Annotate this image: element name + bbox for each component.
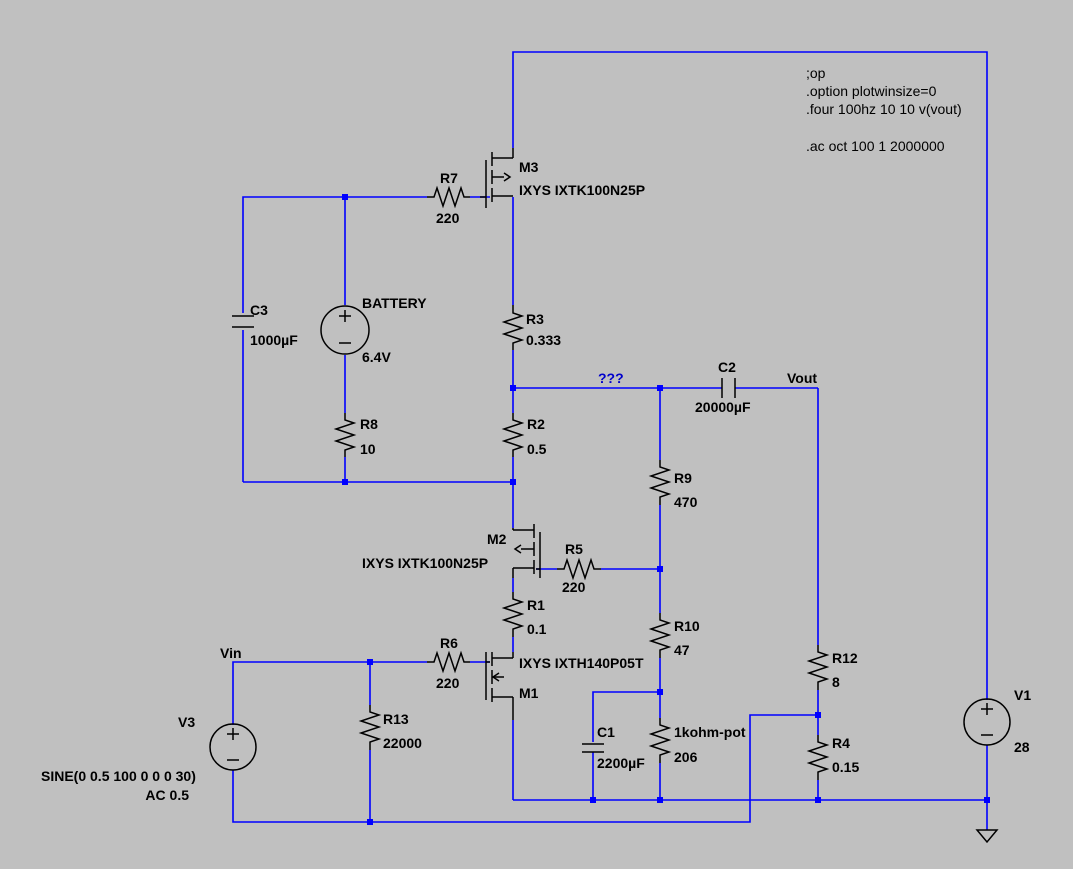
r9-name-label: R9 <box>674 470 692 486</box>
r13-name-label: R13 <box>383 711 409 727</box>
battery-value-label: 6.4V <box>362 349 391 365</box>
v3-ac-label: AC 0.5 <box>145 787 189 803</box>
r2-value-label: 0.5 <box>527 441 547 457</box>
m3-name-label: M3 <box>519 159 539 175</box>
c1-capacitor[interactable] <box>582 743 604 753</box>
v3-value-label: SINE(0 0.5 100 0 0 0 30) <box>41 768 196 784</box>
r13-value-label: 22000 <box>383 735 422 751</box>
m2-model-label: IXYS IXTK100N25P <box>362 555 488 571</box>
r1-resistor[interactable] <box>501 592 525 637</box>
r7-name-label: R7 <box>440 170 458 186</box>
v1-source[interactable] <box>963 698 1011 746</box>
ground-symbol <box>975 829 999 844</box>
r10-resistor[interactable] <box>648 613 672 658</box>
component-labels: M3 IXYS IXTK100N25P R7 220 C3 1000µF BAT… <box>41 159 1031 803</box>
r7-resistor[interactable] <box>427 185 470 209</box>
m2-mosfet[interactable] <box>512 524 541 578</box>
r9-resistor[interactable] <box>648 460 672 505</box>
pot-value-label: 206 <box>674 749 698 765</box>
r4-value-label: 0.15 <box>832 759 859 775</box>
c3-capacitor[interactable] <box>232 315 254 328</box>
v3-name-label: V3 <box>178 714 195 730</box>
v3-source[interactable] <box>209 723 257 771</box>
v1-name-label: V1 <box>1014 687 1031 703</box>
pot-resistor[interactable] <box>648 718 672 763</box>
m2-name-label: M2 <box>487 531 507 547</box>
r1-value-label: 0.1 <box>527 621 547 637</box>
r8-resistor[interactable] <box>333 413 357 457</box>
r3-value-label: 0.333 <box>526 332 561 348</box>
r12-value-label: 8 <box>832 674 840 690</box>
c1-value-label: 2200µF <box>597 755 645 771</box>
r10-value-label: 47 <box>674 642 690 658</box>
m1-model-label: IXYS IXTH140P05T <box>519 655 644 671</box>
net-label-mid: ??? <box>598 370 624 386</box>
m3-mosfet[interactable] <box>480 148 514 208</box>
junctions <box>342 194 990 825</box>
r2-name-label: R2 <box>527 416 545 432</box>
r8-name-label: R8 <box>360 416 378 432</box>
r4-resistor[interactable] <box>806 735 830 780</box>
r10-name-label: R10 <box>674 618 700 634</box>
wires <box>232 51 988 830</box>
r7-value-label: 220 <box>436 210 460 226</box>
r6-resistor[interactable] <box>427 650 470 674</box>
r3-resistor[interactable] <box>501 305 525 350</box>
pot-name-label: 1kohm-pot <box>674 724 746 740</box>
directive-option: .option plotwinsize=0 <box>806 83 937 99</box>
r8-value-label: 10 <box>360 441 376 457</box>
c1-name-label: C1 <box>597 724 615 740</box>
r13-resistor[interactable] <box>358 705 382 750</box>
r2-resistor[interactable] <box>501 413 525 457</box>
r6-value-label: 220 <box>436 675 460 691</box>
directive-four: .four 100hz 10 10 v(vout) <box>806 101 962 117</box>
battery-source[interactable] <box>320 305 370 355</box>
net-label-vin: Vin <box>220 645 242 661</box>
c3-name-label: C3 <box>250 302 268 318</box>
net-label-vout: Vout <box>787 370 817 386</box>
r6-name-label: R6 <box>440 635 458 651</box>
r1-name-label: R1 <box>527 597 545 613</box>
c2-capacitor[interactable] <box>721 378 736 398</box>
directive-ac: .ac oct 100 1 2000000 <box>806 138 945 154</box>
c2-name-label: C2 <box>718 359 736 375</box>
c3-value-label: 1000µF <box>250 332 298 348</box>
r12-resistor[interactable] <box>806 645 830 690</box>
m3-model-label: IXYS IXTK100N25P <box>519 182 645 198</box>
c2-value-label: 20000µF <box>695 399 751 415</box>
r12-name-label: R12 <box>832 650 858 666</box>
r5-name-label: R5 <box>565 541 583 557</box>
m1-mosfet[interactable] <box>485 652 514 720</box>
r4-name-label: R4 <box>832 735 850 751</box>
m1-name-label: M1 <box>519 685 539 701</box>
r3-name-label: R3 <box>526 311 544 327</box>
v1-value-label: 28 <box>1014 739 1030 755</box>
directive-op: ;op <box>806 65 826 81</box>
spice-directives: ;op .option plotwinsize=0 .four 100hz 10… <box>806 65 962 154</box>
r5-resistor[interactable] <box>557 557 601 581</box>
r9-value-label: 470 <box>674 494 698 510</box>
battery-name-label: BATTERY <box>362 295 427 311</box>
r5-value-label: 220 <box>562 579 586 595</box>
